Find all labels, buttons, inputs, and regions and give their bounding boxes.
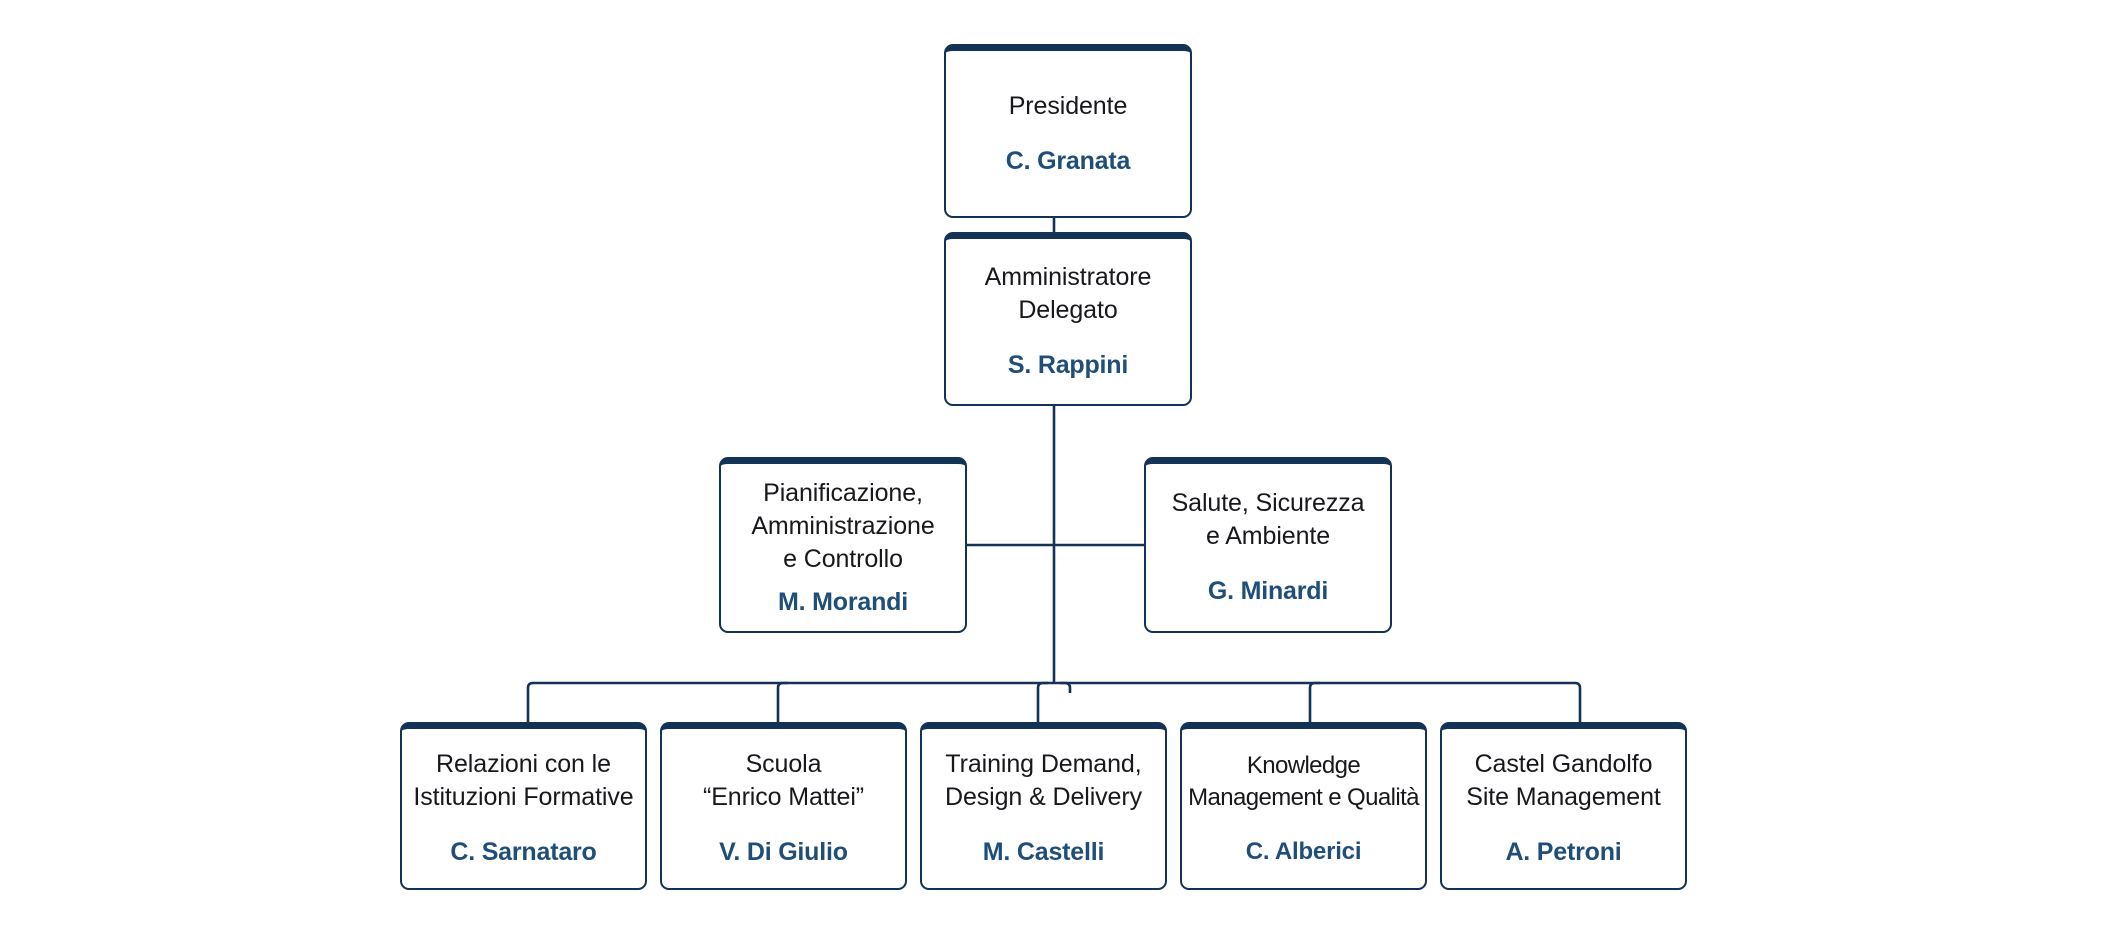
drop-scuola (776, 681, 788, 722)
node-training-title: Training Demand, Design & Delivery (945, 750, 1142, 812)
node-pianificazione[interactable]: Pianificazione, Amministrazione e Contro… (719, 457, 967, 633)
bus-line (526, 681, 1582, 693)
node-presidente[interactable]: Presidente C. Granata (944, 44, 1192, 218)
node-amministratore-delegato-title: Amministratore Delegato (984, 263, 1152, 325)
node-training-name: M. Castelli (982, 838, 1105, 867)
drop-knowledge-tail (1308, 681, 1320, 722)
node-castel[interactable]: Castel Gandolfo Site Management A. Petro… (1440, 722, 1687, 890)
node-knowledge-title: Knowledge Management e Qualità (1188, 752, 1419, 811)
node-castel-name: A. Petroni (1505, 838, 1622, 867)
drop-training (1036, 681, 1048, 722)
node-scuola-name: V. Di Giulio (719, 838, 848, 867)
node-relazioni-name: C. Sarnataro (450, 838, 597, 867)
node-presidente-title: Presidente (1008, 91, 1128, 120)
node-training[interactable]: Training Demand, Design & Delivery M. Ca… (920, 722, 1167, 890)
node-castel-title: Castel Gandolfo Site Management (1466, 750, 1661, 812)
node-relazioni[interactable]: Relazioni con le Istituzioni Formative C… (400, 722, 647, 890)
node-knowledge[interactable]: Knowledge Management e Qualità C. Alberi… (1180, 722, 1427, 890)
node-relazioni-title: Relazioni con le Istituzioni Formative (413, 750, 634, 812)
node-presidente-name: C. Granata (1005, 146, 1131, 175)
drop-knowledge (1060, 681, 1072, 693)
node-salute[interactable]: Salute, Sicurezza e Ambiente G. Minardi (1144, 457, 1392, 633)
node-salute-title: Salute, Sicurezza e Ambiente (1171, 489, 1365, 551)
node-pianificazione-name: M. Morandi (778, 587, 908, 616)
node-scuola[interactable]: Scuola “Enrico Mattei” V. Di Giulio (660, 722, 907, 890)
node-amministratore-delegato-name: S. Rappini (1007, 351, 1129, 380)
node-salute-name: G. Minardi (1207, 577, 1329, 606)
node-knowledge-name: C. Alberici (1245, 837, 1362, 865)
node-scuola-title: Scuola “Enrico Mattei” (702, 750, 865, 812)
node-amministratore-delegato[interactable]: Amministratore Delegato S. Rappini (944, 232, 1192, 406)
node-pianificazione-title: Pianificazione, Amministrazione e Contro… (751, 478, 935, 573)
